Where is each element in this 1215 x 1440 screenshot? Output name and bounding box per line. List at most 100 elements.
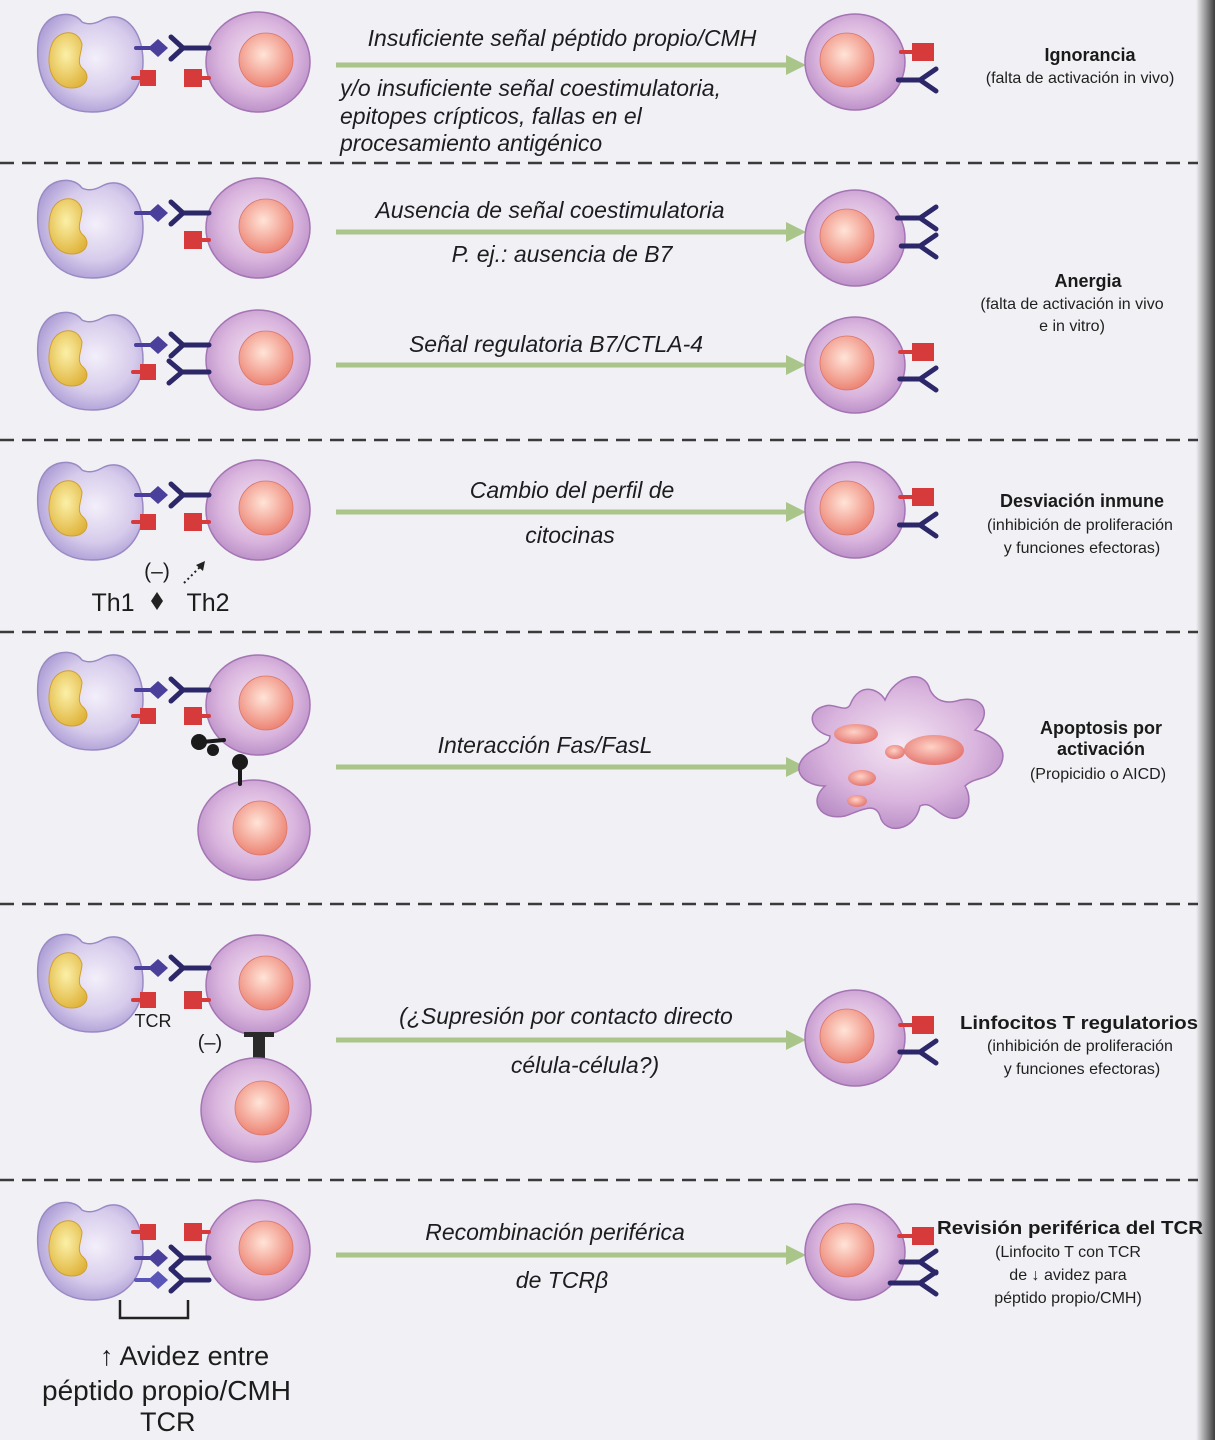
t-lymphocyte [206,12,310,112]
tcr-arm [920,514,936,525]
mhc-peptide-complex [148,1271,168,1289]
avidity-label-line3: TCR [140,1407,196,1437]
progression-arrow [336,1030,806,1050]
t-cell-nucleus [239,481,293,535]
t-cell-nucleus [820,33,874,87]
outcome-apoptosis-desc: (Propicidio o AICD) [1030,766,1166,783]
costimulatory-receptor [912,488,934,506]
antigen-presenting-cell [38,934,143,1032]
outcome-t-lymphocyte [805,1204,905,1300]
outcome-anergy-desc2: e in vitro) [1039,318,1105,335]
outcome-t-lymphocyte [805,990,905,1086]
t-cell-nucleus [233,801,287,855]
mechanism-cytokines-line2: citocinas [525,522,615,548]
mhc-peptide-complex [148,1249,168,1267]
regulatory-t-lymphocyte [201,1058,311,1162]
apoptotic-cell [799,677,1003,829]
nuclear-fragment [834,724,878,744]
b7-molecule [140,364,156,380]
mechanism-ctla4-label: Señal regulatoria B7/CTLA-4 [409,331,703,357]
outcome-deviation-desc2: y funciones efectoras) [1004,540,1161,557]
mhc-peptide-complex [148,681,168,699]
t-lymphocyte [206,1200,310,1300]
avidity-bracket [120,1300,188,1318]
arrow-head [786,55,806,75]
t-cell-nucleus [239,199,293,253]
t-cell-nucleus [239,676,293,730]
inhibition-bar-cap [244,1032,274,1037]
t-cell-nucleus [820,1223,874,1277]
tcr-arm [920,1251,936,1262]
t-lymphocyte [206,310,310,410]
t-cell-nucleus [239,33,293,87]
mechanism-no-costimulation-line2: P. ej.: ausencia de B7 [452,241,674,267]
t-cell-nucleus [235,1081,289,1135]
fas-receptor [232,754,248,770]
b7-molecule [140,992,156,1008]
t-cell-nucleus [239,331,293,385]
page-binding-shadow [1196,0,1215,1440]
outcome-labels: Ignorancia (falta de activación in vivo)… [937,45,1203,1307]
b7-molecule [140,1224,156,1240]
nuclear-fragment [848,770,876,786]
outcome-anergy-desc1: (falta de activación in vivo [980,296,1163,313]
outcome-apoptosis-title1: Apoptosis por [1040,718,1162,738]
outcome-revision-title: Revisión periférica del TCR [937,1218,1203,1238]
progression-arrow [336,55,806,75]
avidity-label-line1: ↑ Avidez entre [100,1341,269,1371]
t-cell-nucleus [820,481,874,535]
mhc-peptide-complex [148,336,168,354]
mhc-peptide-complex [148,959,168,977]
outcome-t-lymphocyte [805,14,905,110]
t-cell-nucleus [239,956,293,1010]
arrow-head [786,502,806,522]
tcr-arm [920,379,936,390]
tcr-arm [920,1272,936,1283]
mechanism-labels: Insuficiente señal péptido propio/CMH y/… [338,25,757,1293]
mechanism-fas-label: Interacción Fas/FasL [438,732,653,758]
b7-molecule [140,708,156,724]
outcome-apoptosis-title2: activación [1057,739,1145,759]
progression-arrow [336,355,806,375]
arrow-head [786,1030,806,1050]
fas-ligand [207,744,219,756]
progression-arrow [336,757,806,777]
outcome-regulatory-desc2: y funciones efectoras) [1004,1061,1161,1078]
cytokine-inhibition-sign: (–) [144,560,170,583]
nuclear-fragment [904,735,964,765]
mechanism-ignorance-line2: y/o insuficiente señal coestimulatoria, [338,75,721,101]
antigen-presenting-cell [38,1202,143,1300]
antigen-presenting-cell [38,652,143,750]
ctla4-arm [169,361,182,372]
mhc-peptide-complex [148,39,168,57]
mechanism-ignorance-line4: procesamiento antigénico [339,130,602,156]
outcome-ignorance-title: Ignorancia [1044,45,1136,65]
arrow-head [786,355,806,375]
tcr-arm [920,525,936,536]
outcome-ignorance-desc: (falta de activación in vivo) [986,70,1175,87]
progression-arrow [336,1245,806,1265]
mhc-peptide-complex [148,204,168,222]
fas-ligand [191,734,207,750]
tcr-arm [920,218,936,229]
t-cell-nucleus [820,1009,874,1063]
mechanism-ignorance-line3: epitopes crípticos, fallas en el [340,103,643,129]
outcome-t-lymphocyte [805,317,905,413]
outcome-regulatory-title: Linfocitos T regulatorios [960,1013,1198,1033]
contact-inhibition-sign: (–) [198,1032,222,1054]
th-shift-marker [151,592,163,610]
mechanism-suppression-line2: célula-célula?) [511,1052,659,1078]
cytokine-shift-arrowhead [196,561,205,571]
mechanism-recombination-line2: de TCRβ [516,1267,608,1293]
tcr-arm [920,80,936,91]
outcome-revision-desc2: de ↓ avidez para [1009,1267,1127,1284]
outcome-t-lymphocyte [805,462,905,558]
outcome-deviation-desc1: (inhibición de proliferación [987,517,1173,534]
tcr-arm [920,1283,936,1294]
t-cell-nucleus [820,209,874,263]
t-lymphocyte [206,935,310,1035]
antigen-presenting-cell [38,312,143,410]
mechanism-suppression-line1: (¿Supresión por contacto directo [399,1003,733,1029]
mechanism-recombination-line1: Recombinación periférica [425,1219,685,1245]
t-lymphocyte [206,460,310,560]
